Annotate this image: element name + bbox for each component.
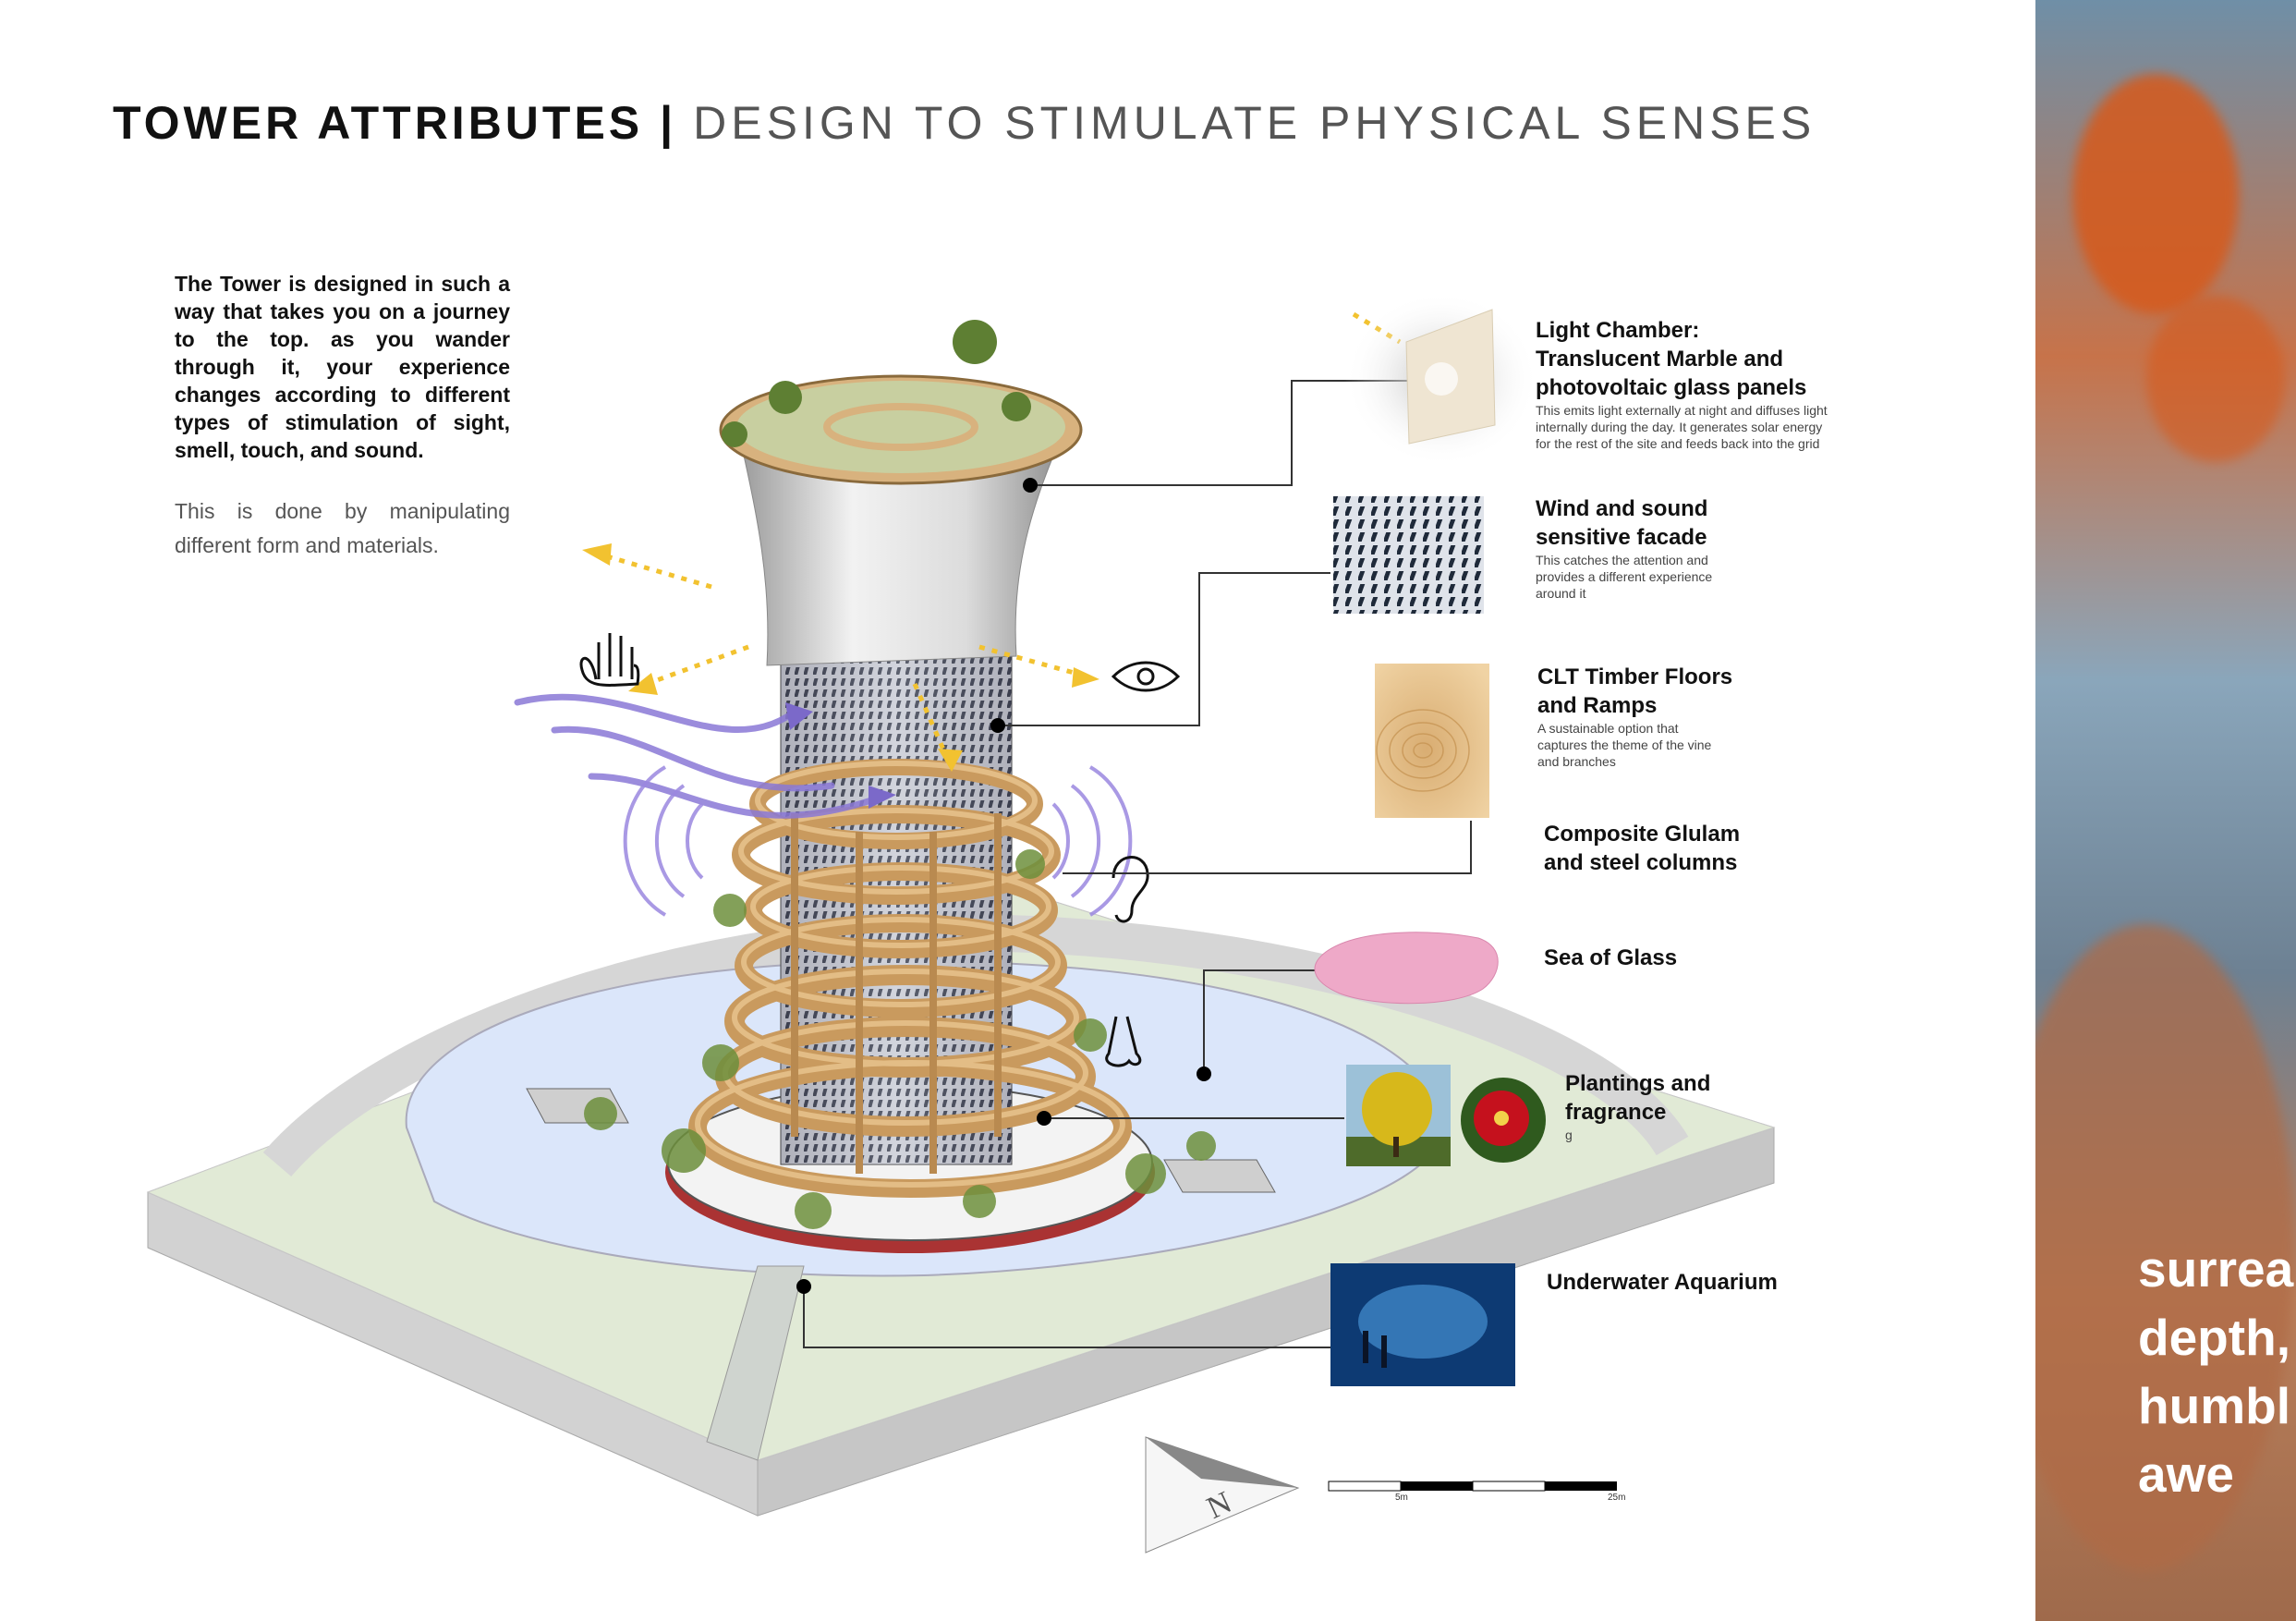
panel-caption: surreal depth, humbl awe — [2138, 1240, 2296, 1503]
light-chamber-shell — [738, 433, 1063, 666]
label-title: CLT Timber Floors and Ramps — [1537, 664, 1733, 718]
label-sea-of-glass: Sea of Glass — [1544, 944, 1677, 972]
scale-end-label: 25m — [1608, 1493, 1626, 1503]
label-title: Sea of Glass — [1544, 945, 1678, 970]
page-title: TOWER ATTRIBUTES | DESIGN TO STIMULATE PHY… — [113, 96, 1816, 150]
wind-arrows — [514, 693, 891, 819]
north-compass: N — [1145, 1436, 1300, 1554]
facade-swatch — [1333, 496, 1484, 614]
tower-diagram: N — [146, 291, 1776, 1554]
flower-swatch — [1461, 1078, 1546, 1163]
intro-paragraph-bold: The Tower is designed in such a way that… — [175, 272, 510, 462]
label-columns: Composite Glulam and steel columns — [1544, 820, 1740, 877]
marble-swatch — [1344, 291, 1538, 467]
label-aquarium: Underwater Aquarium — [1547, 1268, 1778, 1297]
clt-swatch — [1375, 664, 1489, 818]
label-title: Light Chamber: Translucent Marble and ph… — [1536, 318, 1807, 400]
label-title: Wind and sound sensitive facade — [1536, 496, 1708, 550]
hand-icon — [579, 633, 640, 687]
intro-paragraph: This is done by manipulating different f… — [175, 499, 510, 557]
label-description: g — [1565, 1127, 1573, 1142]
ear-icon — [1112, 856, 1149, 923]
scale-mid-label: 5m — [1395, 1493, 1408, 1503]
label-description: This emits light externally at night and… — [1536, 403, 1828, 451]
label-title: Underwater Aquarium — [1547, 1270, 1778, 1295]
plantings-swatch — [1346, 1065, 1451, 1166]
leader-lines — [803, 380, 1472, 1348]
label-title: Plantings and fragrance — [1565, 1071, 1711, 1125]
label-title: Composite Glulam and steel columns — [1544, 822, 1741, 875]
label-description: A sustainable option that captures the t… — [1537, 721, 1712, 769]
nose-icon — [1105, 1016, 1142, 1067]
title-bold: TOWER ATTRIBUTES — [113, 97, 644, 149]
eye-icon — [1111, 661, 1181, 692]
aquarium-swatch — [1330, 1263, 1515, 1386]
photo-panel: surreal depth, humbl awe — [2035, 0, 2296, 1621]
label-clt: CLT Timber Floors and Ramps A sustainabl… — [1537, 663, 1732, 770]
label-plantings: Plantings and fragrance g — [1565, 1069, 1710, 1143]
sea-of-glass-swatch — [1314, 932, 1499, 1005]
label-description: This catches the attention and provides … — [1536, 553, 1713, 601]
title-subtitle: DESIGN TO STIMULATE PHYSICAL SENSES — [693, 97, 1816, 149]
label-light-chamber: Light Chamber: Translucent Marble and ph… — [1536, 316, 1828, 452]
scale-bar — [1328, 1481, 1617, 1492]
title-separator: | — [660, 97, 677, 149]
label-facade: Wind and sound sensitive facade This cat… — [1536, 494, 1712, 602]
